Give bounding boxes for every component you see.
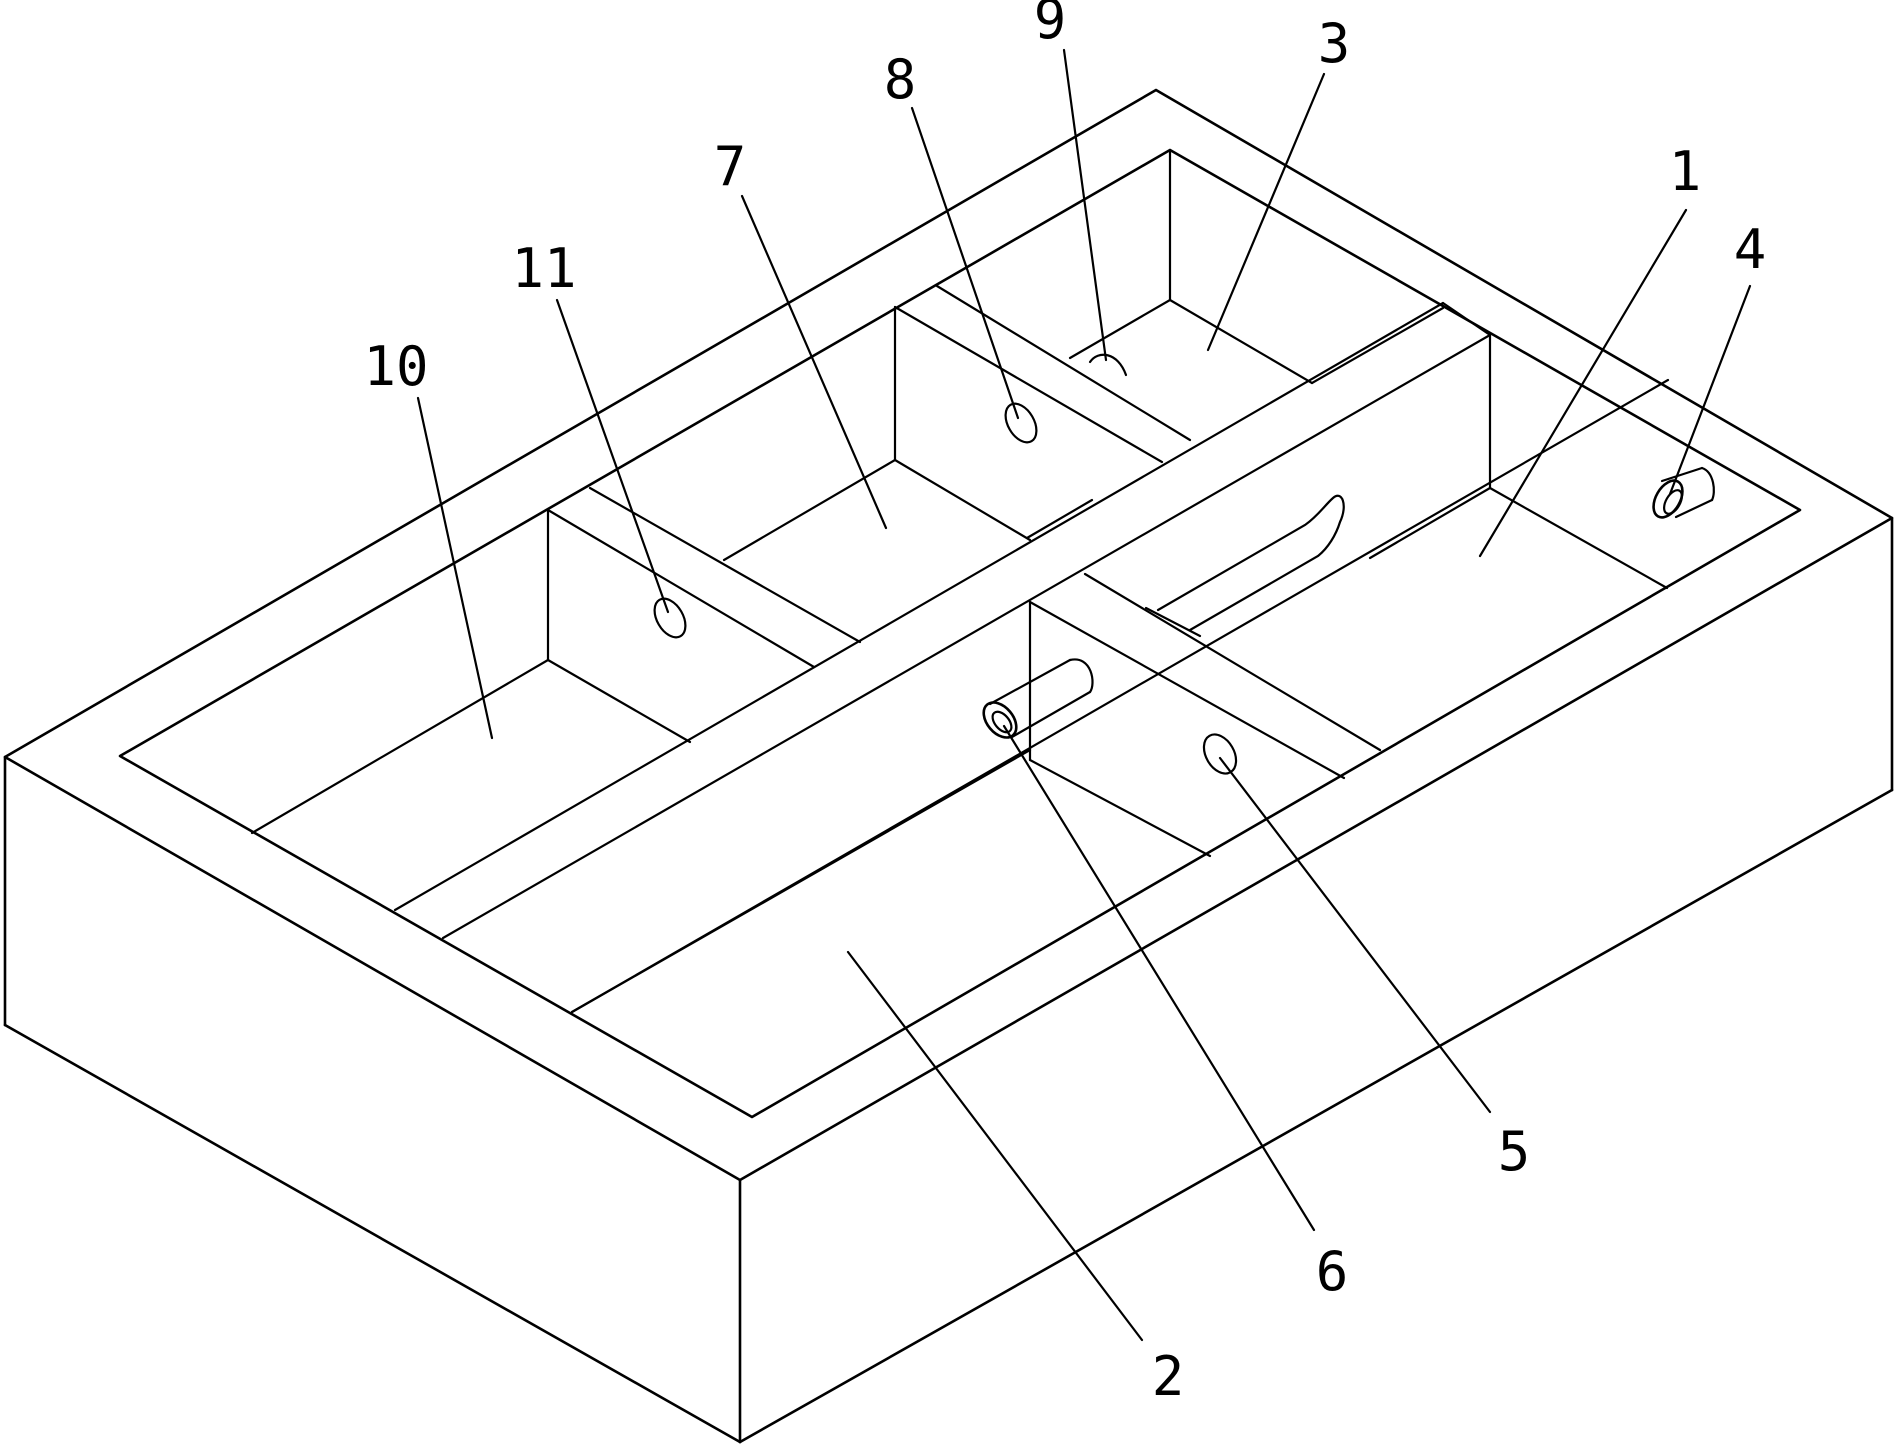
part-labels: 1 2 3 4 5 6 7 8 9 10 11 [363,0,1766,1408]
leader-1 [1478,208,1688,558]
chamber-3 [935,284,1445,442]
label-11: 11 [511,237,576,300]
central-partition-wall [393,301,1670,1014]
leader-10 [416,396,494,740]
label-8: 8 [884,48,917,111]
leader-8 [910,106,1020,420]
label-9: 9 [1034,0,1067,51]
pipe-4-icon [1652,466,1715,519]
leader-2 [846,950,1144,1342]
port-9-hole-icon [1088,353,1128,377]
leader-7 [740,194,888,530]
tank-outer-shell [3,88,1894,1444]
label-4: 4 [1734,218,1767,281]
chamber-7 [588,305,1164,644]
label-7: 7 [714,135,747,198]
label-10: 10 [363,335,428,398]
leader-5 [1218,756,1492,1114]
chamber-2 [570,748,1032,1014]
leader-3 [1206,72,1326,352]
overflow-pipe [1156,494,1345,632]
chamber-1 [1144,486,1669,638]
leader-4 [1668,284,1752,496]
leader-11 [555,298,670,614]
label-1: 1 [1669,140,1702,203]
leader-6 [1002,724,1316,1232]
chamber-10 [250,508,816,835]
leader-lines [416,48,1752,1342]
port-5-hole-icon [1202,733,1238,775]
label-6: 6 [1316,1240,1349,1303]
leader-9 [1062,48,1108,362]
chamber-6-5 [1028,572,1382,858]
port-11-hole-icon [653,597,687,639]
label-2: 2 [1152,1345,1185,1408]
tank-inner-rim [118,148,1802,1119]
port-8-hole-icon [1004,402,1038,444]
pipe-6-icon [982,658,1094,739]
label-5: 5 [1498,1120,1531,1183]
label-3: 3 [1318,12,1351,75]
